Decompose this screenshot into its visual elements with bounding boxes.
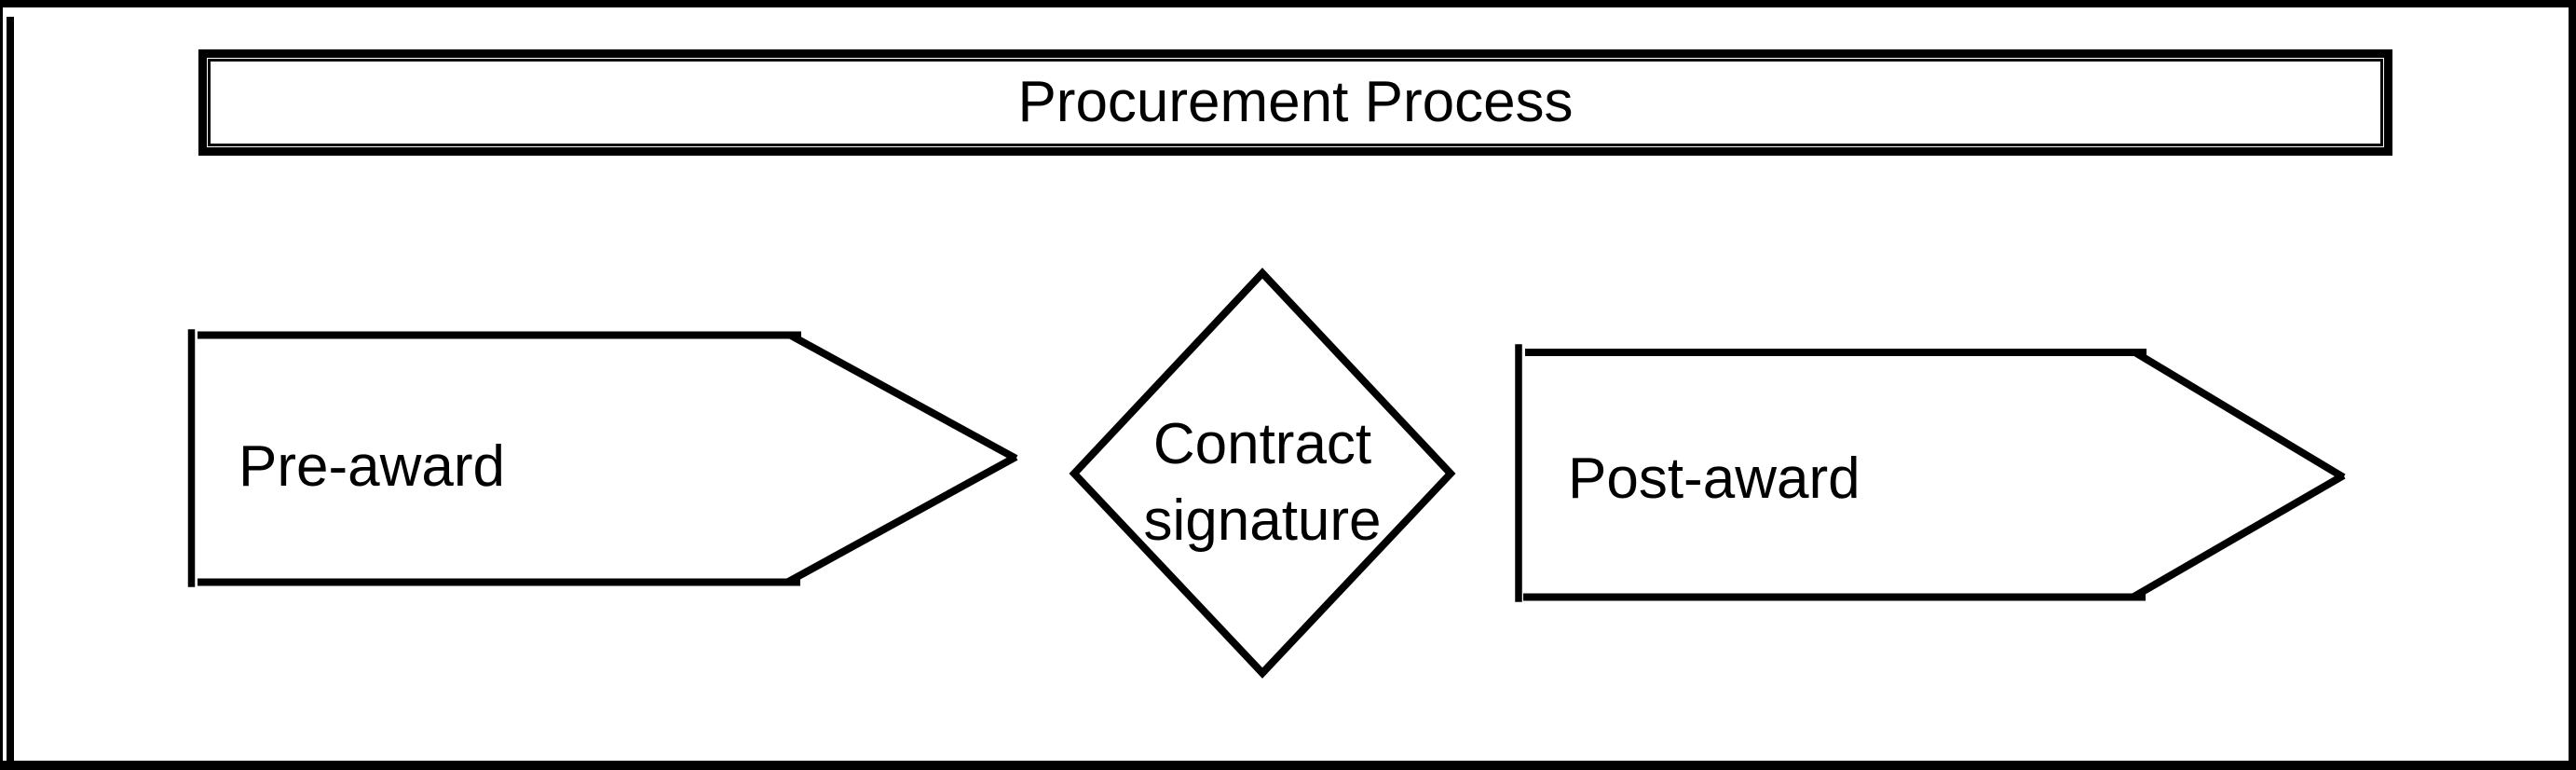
pre-award-upper-angle — [787, 331, 1018, 462]
contract-signature-diamond-shape — [1069, 268, 1456, 679]
post-award-lower-angle — [2132, 472, 2346, 600]
pre-award-arrow-shape — [187, 329, 1018, 587]
post-award-arrow-shape — [1515, 344, 2346, 602]
pre-award-lower-angle — [786, 453, 1018, 585]
frame-left-thick-edge — [7, 17, 14, 770]
pre-award-label: Pre-award — [239, 434, 505, 499]
post-award-label: Post-award — [1568, 447, 1860, 511]
post-award-upper-angle — [2133, 349, 2346, 481]
frame-top-edge — [0, 0, 2576, 7]
frame-left-thin-edge — [0, 0, 3, 770]
diagram-title: Procurement Process — [1017, 70, 1574, 134]
frame-right-edge — [2569, 0, 2576, 770]
contract-signature-label: Contract signature — [1143, 412, 1382, 553]
title-box: Procurement Process — [198, 49, 2392, 156]
frame-bottom-edge — [0, 761, 2576, 770]
